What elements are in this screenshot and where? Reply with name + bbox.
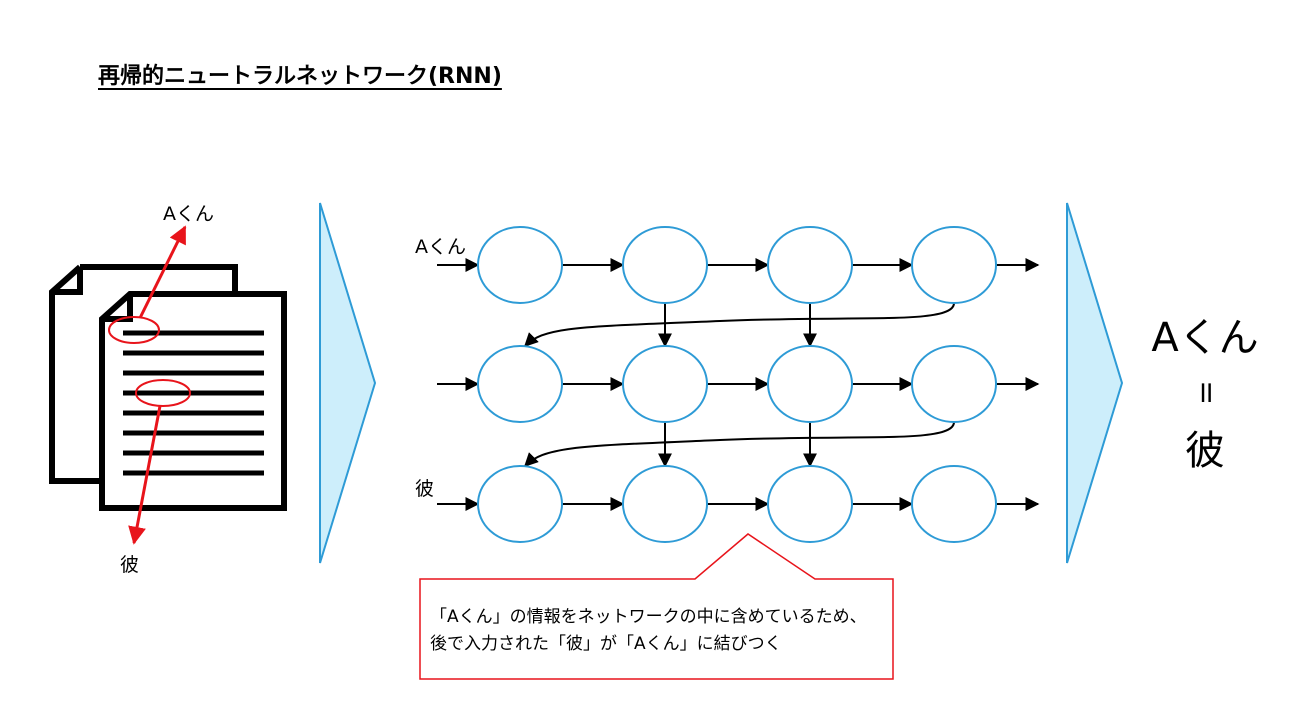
rnn-node bbox=[622, 345, 708, 423]
chevron-left bbox=[319, 202, 377, 564]
red-arrow-down bbox=[128, 405, 162, 545]
rnn-node bbox=[767, 465, 853, 543]
highlight-ellipse-top bbox=[108, 316, 160, 344]
rnn-node bbox=[911, 345, 997, 423]
document-top-label: Aくん bbox=[163, 203, 214, 225]
document-icon bbox=[49, 264, 287, 511]
recurrent-connection bbox=[524, 421, 955, 467]
rnn-node bbox=[767, 345, 853, 423]
callout-line-1: 「Aくん」の情報をネットワークの中に含めているため、 bbox=[430, 607, 867, 627]
rnn-node bbox=[477, 345, 563, 423]
network-input-label-row1: Aくん bbox=[415, 236, 466, 258]
result-bottom: 彼 bbox=[1185, 428, 1225, 474]
highlight-ellipse-middle bbox=[135, 379, 191, 407]
result-top: Aくん bbox=[1151, 315, 1259, 361]
recurrent-connection bbox=[524, 302, 955, 347]
network-input-label-row3: 彼 bbox=[415, 478, 435, 500]
callout-text: 「Aくん」の情報をネットワークの中に含めているため、 後で入力された「彼」が「A… bbox=[430, 604, 867, 658]
rnn-node bbox=[911, 465, 997, 543]
result-equals: ॥ bbox=[1196, 375, 1214, 410]
document-highlights bbox=[108, 225, 191, 545]
rnn-node bbox=[477, 465, 563, 543]
document-bottom-label: 彼 bbox=[120, 554, 140, 576]
chevron-right bbox=[1066, 202, 1124, 564]
callout-box bbox=[419, 533, 894, 680]
rnn-node bbox=[622, 226, 708, 304]
page-title: 再帰的ニュートラルネットワーク(RNN) bbox=[98, 64, 502, 89]
rnn-node bbox=[477, 226, 563, 304]
rnn-node bbox=[622, 465, 708, 543]
rnn-network bbox=[437, 226, 1040, 543]
rnn-node bbox=[911, 226, 997, 304]
callout-line-2: 後で入力された「彼」が「Aくん」に結びつく bbox=[430, 634, 782, 654]
red-arrow-up bbox=[138, 225, 187, 319]
rnn-node bbox=[767, 226, 853, 304]
